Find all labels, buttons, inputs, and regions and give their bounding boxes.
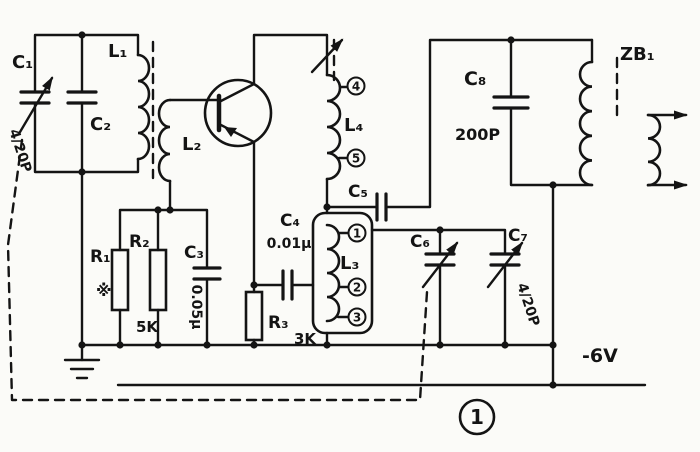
terminal-circle bbox=[346, 148, 366, 168]
wire-antenna-tank bbox=[33, 33, 140, 347]
r1-body bbox=[110, 248, 130, 312]
c8-label: C₈ bbox=[464, 68, 486, 90]
l1-coil bbox=[136, 53, 151, 161]
junction-dot bbox=[154, 206, 162, 214]
r2-label: R₂ bbox=[129, 232, 150, 252]
c8-value: 200P bbox=[455, 125, 500, 144]
c3-value: 0.05μ bbox=[188, 285, 204, 330]
junction-dot bbox=[78, 168, 86, 176]
junction-dot bbox=[78, 341, 86, 349]
wire-base-bias bbox=[118, 98, 221, 347]
c3-label: C₃ bbox=[184, 243, 204, 263]
zb1-primary-coil bbox=[578, 60, 594, 187]
r2-body bbox=[148, 248, 168, 312]
junction-dot bbox=[323, 203, 331, 211]
l2-label: L₂ bbox=[182, 134, 201, 155]
junction-dot bbox=[154, 341, 162, 349]
l3-label: L₃ bbox=[340, 253, 359, 274]
junction-dot bbox=[507, 36, 515, 44]
wire-emitter bbox=[217, 122, 315, 347]
r3-value: 3K bbox=[294, 330, 317, 348]
l3-coil bbox=[325, 223, 341, 323]
wire-if-output bbox=[509, 38, 594, 387]
stage-badge: 1 bbox=[458, 398, 496, 436]
wire-collector bbox=[217, 33, 329, 104]
zb1-secondary-coil bbox=[646, 113, 662, 187]
c1-label: C₁ bbox=[12, 52, 33, 73]
terminal-circle bbox=[347, 307, 367, 327]
transistor-body bbox=[203, 78, 273, 148]
terminal-number: 3 bbox=[353, 311, 361, 325]
zb1-label: ZB₁ bbox=[620, 44, 655, 65]
terminal-number: 1 bbox=[353, 227, 361, 241]
l4-adjust-arrow-icon bbox=[310, 38, 344, 74]
stage-badge-circle bbox=[458, 398, 496, 436]
c2-plates bbox=[66, 90, 98, 105]
c4-plates bbox=[281, 269, 294, 301]
r1-note: ※ bbox=[96, 281, 112, 300]
terminal-circle bbox=[347, 223, 367, 243]
l2-coil bbox=[157, 98, 172, 183]
junction-dot bbox=[250, 281, 258, 289]
terminal-number: 5 bbox=[352, 152, 360, 166]
c5-plates bbox=[375, 192, 388, 222]
c8-plates bbox=[492, 95, 530, 110]
l3-terminals: 1 2 3 bbox=[347, 223, 367, 327]
c5-label: C₅ bbox=[348, 182, 368, 202]
r2-value: 5K bbox=[136, 318, 159, 336]
r3-label: R₃ bbox=[268, 313, 289, 333]
c1-plates bbox=[19, 90, 51, 105]
supply-voltage-label: -6V bbox=[582, 345, 618, 367]
l1-label: L₁ bbox=[108, 41, 127, 62]
ground-symbol-icon bbox=[63, 358, 101, 380]
c3-plates bbox=[192, 266, 222, 281]
c6-label: C₆ bbox=[410, 232, 430, 252]
junction-dot bbox=[436, 226, 444, 234]
l4-terminals: 4 5 bbox=[346, 76, 366, 168]
junction-dots bbox=[78, 31, 557, 389]
c1-value: 4/20P bbox=[5, 127, 34, 174]
r1-label: R₁ bbox=[90, 247, 111, 267]
terminal-number: 4 bbox=[352, 80, 360, 94]
stage-badge-number: 1 bbox=[470, 405, 484, 429]
junction-dot bbox=[78, 31, 86, 39]
junction-dot bbox=[203, 341, 211, 349]
junction-dot bbox=[116, 341, 124, 349]
junction-dot bbox=[549, 341, 557, 349]
junction-dot bbox=[549, 381, 557, 389]
r3-body bbox=[244, 290, 264, 342]
c7-label: C₇ bbox=[508, 226, 528, 246]
junction-dot bbox=[549, 181, 557, 189]
transistor bbox=[203, 78, 273, 148]
c1-tuning-arrow-icon bbox=[18, 76, 54, 134]
c2-label: C₂ bbox=[90, 114, 111, 135]
terminal-circle bbox=[347, 277, 367, 297]
junction-dot bbox=[436, 341, 444, 349]
tuning-gang-dashed-link bbox=[6, 138, 429, 402]
junction-dot bbox=[166, 206, 174, 214]
junction-dot bbox=[250, 341, 258, 349]
terminal-ticks bbox=[336, 85, 350, 319]
terminal-number: 2 bbox=[353, 281, 361, 295]
transistor-emitter-arrow-icon bbox=[224, 127, 237, 137]
l4-coil bbox=[325, 73, 342, 181]
c6-tuning-arrow-icon bbox=[421, 241, 459, 289]
l3-module-outline bbox=[311, 211, 374, 335]
c4-value: 0.01μ bbox=[267, 236, 312, 252]
wire-supply-rails bbox=[80, 343, 647, 387]
c7-tuning-arrow-icon bbox=[486, 241, 524, 289]
c7-value: 4/20P bbox=[513, 281, 542, 328]
terminal-circle bbox=[346, 76, 366, 96]
junction-dot bbox=[323, 341, 331, 349]
l4-label: L₄ bbox=[344, 115, 363, 136]
junction-dot bbox=[501, 341, 509, 349]
c4-label: C₄ bbox=[280, 211, 300, 231]
